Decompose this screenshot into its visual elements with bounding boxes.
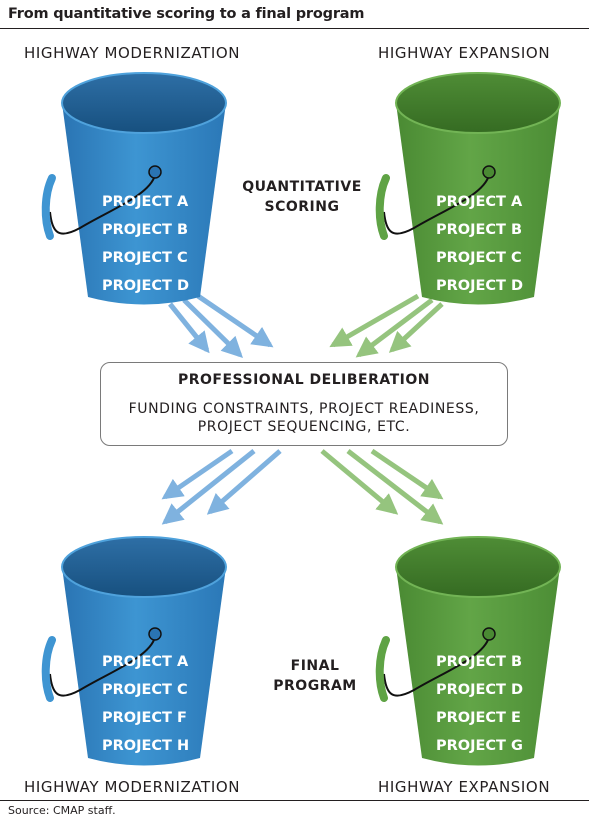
arrow [346, 449, 444, 525]
bucket-project: PROJECT B [102, 222, 188, 238]
title-rule [0, 28, 589, 29]
arrow [182, 298, 243, 358]
bucket-project: PROJECT D [102, 278, 189, 294]
arrow [161, 449, 256, 525]
arrow [161, 448, 234, 500]
deliberation-line: PROJECT SEQUENCING, ETC. [197, 419, 411, 435]
bucket-project: PROJECT C [436, 250, 522, 266]
scoring-line: SCORING [264, 199, 340, 215]
bucket-project: PROJECT A [102, 194, 189, 210]
bucket-project: PROJECT C [102, 682, 188, 698]
arrows-top-left [168, 293, 274, 358]
bucket-project: PROJECT D [436, 278, 523, 294]
final-program-label: FINAL PROGRAM [235, 656, 395, 696]
bucket-top-right: PROJECT A PROJECT B PROJECT C PROJECT D [375, 72, 561, 305]
arrow [388, 302, 444, 353]
footer-rule [0, 800, 589, 801]
bucket-project: PROJECT B [436, 222, 522, 238]
arrow [355, 298, 434, 358]
source-note: Source: CMAP staff. [8, 804, 116, 817]
deliberation-title: PROFESSIONAL DELIBERATION [177, 372, 431, 388]
arrows-bottom-left [161, 448, 282, 525]
bucket-bottom-right: PROJECT B PROJECT D PROJECT E PROJECT G [375, 536, 561, 766]
quantitative-line: QUANTITATIVE [242, 179, 362, 195]
bucket-project: PROJECT B [436, 654, 522, 670]
label-top-left: HIGHWAY MODERNIZATION [24, 44, 241, 62]
arrow [206, 449, 282, 515]
bucket-project: PROJECT C [102, 250, 188, 266]
deliberation-box: PROFESSIONAL DELIBERATION FUNDING CONSTR… [100, 362, 508, 446]
bucket-project: PROJECT G [436, 738, 523, 754]
bucket-project: PROJECT E [436, 710, 521, 726]
program-line: PROGRAM [273, 678, 357, 694]
bucket-project: PROJECT H [102, 738, 189, 754]
bucket-project: PROJECT D [436, 682, 523, 698]
bucket-top-left: PROJECT A PROJECT B PROJECT C PROJECT D [41, 72, 227, 305]
bucket-bottom-left: PROJECT A PROJECT C PROJECT F PROJECT H [41, 536, 227, 766]
arrows-bottom-right [320, 448, 444, 525]
bucket-project: PROJECT A [102, 654, 189, 670]
final-line: FINAL [290, 658, 340, 674]
arrow [196, 293, 274, 348]
quantitative-scoring-label: QUANTITATIVE SCORING [222, 177, 382, 217]
bucket-project: PROJECT A [436, 194, 523, 210]
arrow [329, 293, 420, 348]
page-title: From quantitative scoring to a final pro… [8, 6, 365, 22]
arrow [168, 302, 210, 354]
arrows-top-right [329, 293, 444, 358]
bucket-project: PROJECT F [102, 710, 187, 726]
label-bottom-right: HIGHWAY EXPANSION [378, 778, 551, 796]
arrow [320, 449, 399, 515]
arrow [370, 448, 444, 500]
deliberation-line: FUNDING CONSTRAINTS, PROJECT READINESS, [128, 401, 480, 417]
label-bottom-left: HIGHWAY MODERNIZATION [24, 778, 241, 796]
label-top-right: HIGHWAY EXPANSION [378, 44, 551, 62]
